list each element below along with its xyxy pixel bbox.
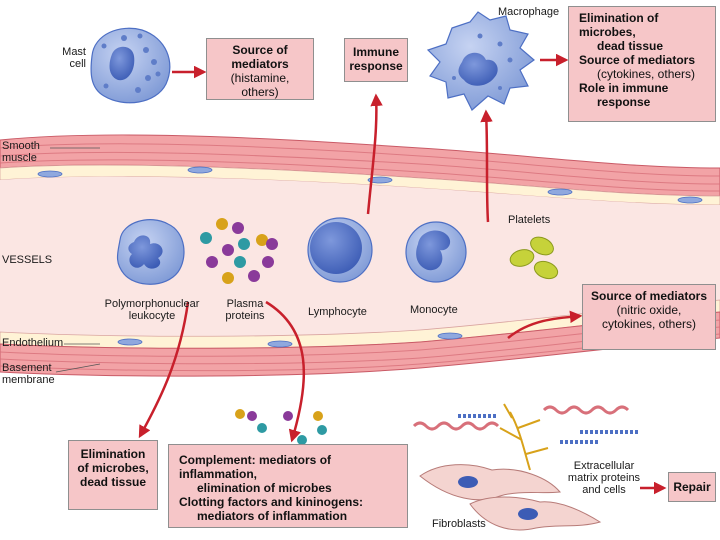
platelets-label: Platelets [508,214,551,226]
lymphocyte-cell [307,217,373,283]
platelet-source-title: Source of mediators [590,289,708,303]
endothelium-label: Endothelium [2,337,64,349]
plasma-protein-dots-outside [235,409,327,445]
leader-lines [50,147,101,373]
basement-membrane-label: Basement membrane [2,362,55,386]
mast-cell [90,27,171,104]
macrophage-role-3b: response [597,95,651,109]
platelet-mediators-box: Source of mediators (nitric oxide, cytok… [582,284,716,350]
process-arrows [138,53,667,495]
platelet-source-detail: (nitric oxide, cytokines, others) [601,303,697,331]
macrophage-role-3: Role in immune [579,81,669,95]
monocyte-label: Monocyte [410,304,458,316]
mast-source-detail: (histamine, others) [230,71,290,99]
macrophage-role-1b: dead tissue [597,39,664,53]
pmn-elimination-box: Elimination of microbes, dead tissue [68,440,158,510]
macrophage-cell [426,11,535,111]
repair-box: Repair [668,472,716,502]
plasma-functions-box: Complement: mediators of inflammation, e… [168,444,408,528]
extracellular-matrix-label: Extracellular matrix proteins and cells [567,460,641,496]
smooth-muscle-label: Smooth muscle [2,140,40,164]
pmn-leukocyte-label: Polymorphonuclear leukocyte [104,298,200,322]
immune-response-box: Immune response [344,38,408,82]
platelets-cells [509,236,559,280]
plasma-function-1b: elimination of microbes [197,481,332,495]
fibroblasts-label: Fibroblasts [432,518,486,530]
plasma-function-2: Clotting factors and kininogens: [179,495,364,509]
fibroblast-cells [419,464,602,531]
macrophage-label: Macrophage [498,6,560,18]
pmn-leukocyte-cell [116,219,185,285]
macrophage-role-2: Source of mediators [579,53,696,67]
pmn-elimination-text: Elimination of microbes, dead tissue [77,447,149,489]
plasma-function-2b: mediators of inflammation [197,509,348,523]
macrophage-role-1: Elimination of microbes, [579,11,659,39]
lymphocyte-label: Lymphocyte [308,306,367,318]
immune-response-title: Immune response [349,45,403,73]
mast-cell-label: Mast cell [62,46,86,70]
mast-source-title: Source of mediators [231,43,289,71]
mast-cell-mediators-box: Source of mediators (histamine, others) [206,38,314,100]
monocyte-cell [405,221,467,283]
repair-text: Repair [673,480,711,494]
plasma-protein-dots [200,218,278,284]
macrophage-roles-box: Elimination of microbes, dead tissue Sou… [568,6,716,122]
macrophage-role-2b: (cytokines, others) [597,67,696,81]
plasma-proteins-label: Plasma proteins [225,298,265,322]
vessels-label: VESSELS [2,254,53,266]
plasma-function-1: Complement: mediators of inflammation, [179,453,332,481]
extracellular-matrix-fibers [412,403,640,471]
